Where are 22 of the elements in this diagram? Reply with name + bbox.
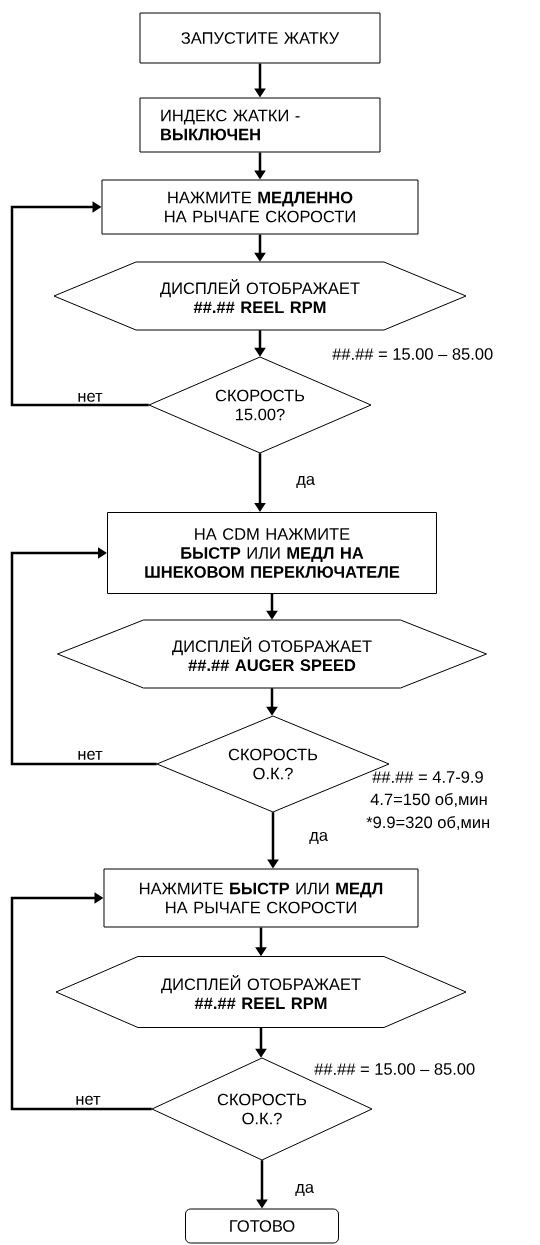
display-hexagon: ДИСПЛЕЙ ОТОБРАЖАЕТ ##.## AUGER SPEED	[57, 619, 487, 689]
note-text: *9.9=320 об,мин	[366, 815, 490, 831]
note-text: ##.## = 4.7-9.9	[372, 771, 483, 783]
display-hexagon: ДИСПЛЕЙ ОТОБРАЖАЕТ ##.## REEL RPM	[55, 956, 467, 1028]
edge-label: нет	[76, 391, 104, 403]
edge-label: нет	[76, 749, 104, 761]
process-box: НАЖМИТЕ МЕДЛЕННО НА РЫЧАГЕ СКОРОСТИ	[101, 179, 419, 235]
edge-label: да	[294, 1182, 315, 1198]
display-hexagon: ДИСПЛЕЙ ОТОБРАЖАЕТ ##.## REEL RPM	[53, 261, 467, 331]
note-text: 4.7=150 об,мин	[370, 792, 487, 808]
arrow	[10, 547, 157, 766]
edge-label: да	[295, 474, 316, 490]
process-box: НАЖМИТЕ БЫСТР ИЛИ МЕДЛ НА РЫЧАГЕ СКОРОСТИ	[103, 868, 419, 928]
arrow	[10, 201, 149, 407]
process-box: НА CDM НАЖМИТЕ БЫСТР ИЛИ МЕДЛ НА ШНЕКОВОМ ПЕРЕКЛЮЧАТЕЛЕ	[107, 512, 437, 594]
edge-label: нет	[74, 1094, 102, 1106]
note-text: ##.## = 15.00 – 85.00	[314, 1063, 475, 1075]
process-box: ИНДЕКС ЖАТКИ - ВЫКЛЮЧЕН	[139, 97, 381, 153]
edge-label: да	[308, 830, 329, 846]
arrow	[10, 892, 152, 1111]
process-box: ЗАПУСТИТЕ ЖАТКУ	[139, 12, 381, 64]
terminal-box: ГОТОВО	[185, 1208, 339, 1244]
